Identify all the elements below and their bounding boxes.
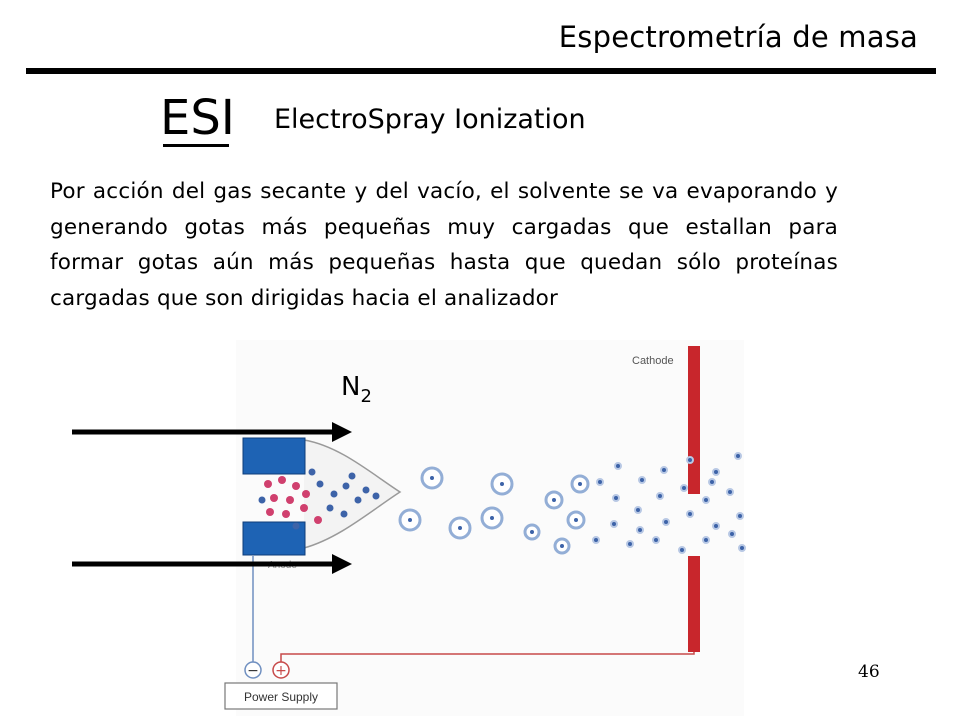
cone-ion-cluster <box>258 468 380 530</box>
negative-terminal-sign: − <box>247 663 259 679</box>
power-supply-box <box>224 682 338 710</box>
gas-arrow-top-head <box>332 422 352 442</box>
page-number: 46 <box>858 662 880 682</box>
esi-underline <box>163 144 229 147</box>
free-ions <box>592 452 746 554</box>
gas-subscript: 2 <box>360 386 372 407</box>
esi-acronym: ESI <box>160 90 235 146</box>
cathode-plate-bottom <box>688 556 700 652</box>
droplet-charges <box>408 476 582 548</box>
gas-symbol: N <box>341 372 361 402</box>
power-supply-label: Power Supply <box>244 690 318 704</box>
positive-wire <box>280 652 695 662</box>
positive-terminal-sign: + <box>275 663 287 679</box>
taylor-cone <box>303 439 402 549</box>
cathode-label: Cathode <box>632 355 674 367</box>
slide-header-title: Espectrometría de masa <box>558 20 918 54</box>
slide-subtitle: ElectroSpray Ionization <box>274 104 586 135</box>
cathode-plate-top <box>688 346 700 494</box>
positive-terminal <box>272 661 290 679</box>
nitrogen-gas-label: N2 <box>341 372 372 407</box>
anode-electrode-top <box>242 437 306 475</box>
header-divider <box>26 68 936 74</box>
gas-arrow-bottom-head <box>332 554 352 574</box>
negative-terminal <box>244 661 262 679</box>
body-paragraph: Por acción del gas secante y del vacío, … <box>50 179 838 311</box>
